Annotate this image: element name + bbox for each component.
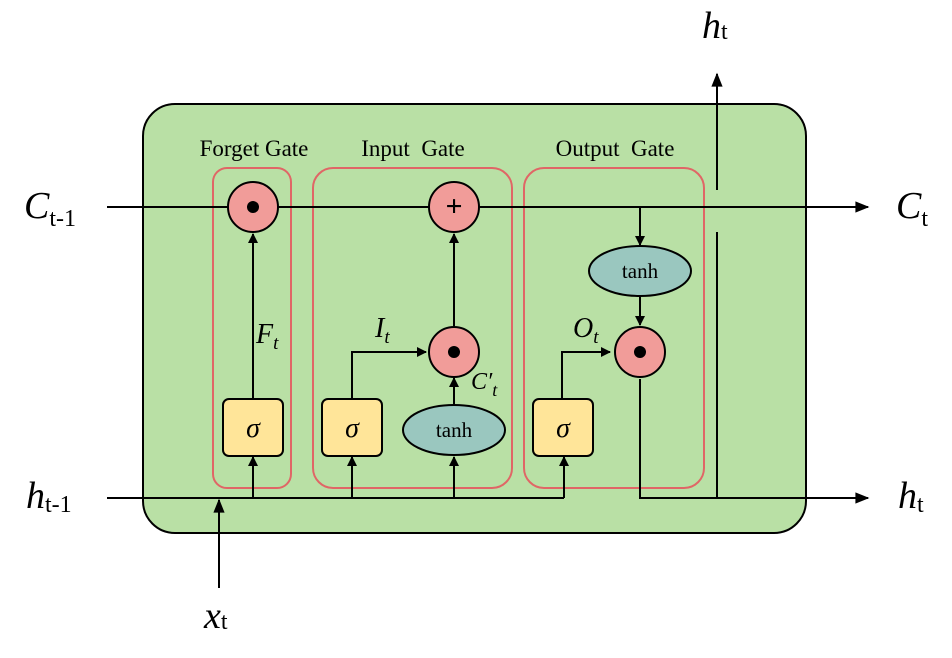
output-gate-title: Output Gate [556,136,675,161]
candidate-tanh-label: tanh [436,418,473,442]
input-gate-outline [312,167,513,489]
forget-multiply-node [227,181,279,233]
output-sigma-symbol: σ [556,413,571,444]
input-sigma-symbol: σ [345,413,360,444]
h-out-right-label: ht [898,475,924,518]
output-gate-outline [523,167,705,489]
input-multiply-node [428,326,480,378]
cell-add-node: + [428,181,480,233]
candidate-tanh-node: tanh [402,404,506,456]
c-prev-label: Ct-1 [24,185,76,232]
add-symbol: + [445,190,462,223]
forget-sigma-box: σ [222,398,284,457]
h-prev-label: ht-1 [26,475,72,518]
output-signal-arrow [561,347,611,398]
x-input-label: xt [203,595,228,637]
output-tanh-node: tanh [588,245,692,297]
input-signal-arrow [351,347,427,398]
input-sigma-box: σ [321,398,383,457]
candidate-signal-label: C′t [471,369,498,400]
h-out-top-label: ht [702,5,728,47]
output-multiply-node [614,326,666,378]
input-gate-title: Input Gate [361,136,464,161]
forget-gate-title: Forget Gate [200,136,309,161]
hidden-output-line [639,379,870,504]
forget-sigma-symbol: σ [246,413,261,444]
input-signal-label: It [374,313,390,348]
c-next-label: Ct [896,185,928,232]
output-signal-label: Ot [573,313,599,348]
output-tanh-label: tanh [622,259,659,283]
output-sigma-box: σ [532,398,594,457]
forget-signal-label: Ft [255,319,279,354]
